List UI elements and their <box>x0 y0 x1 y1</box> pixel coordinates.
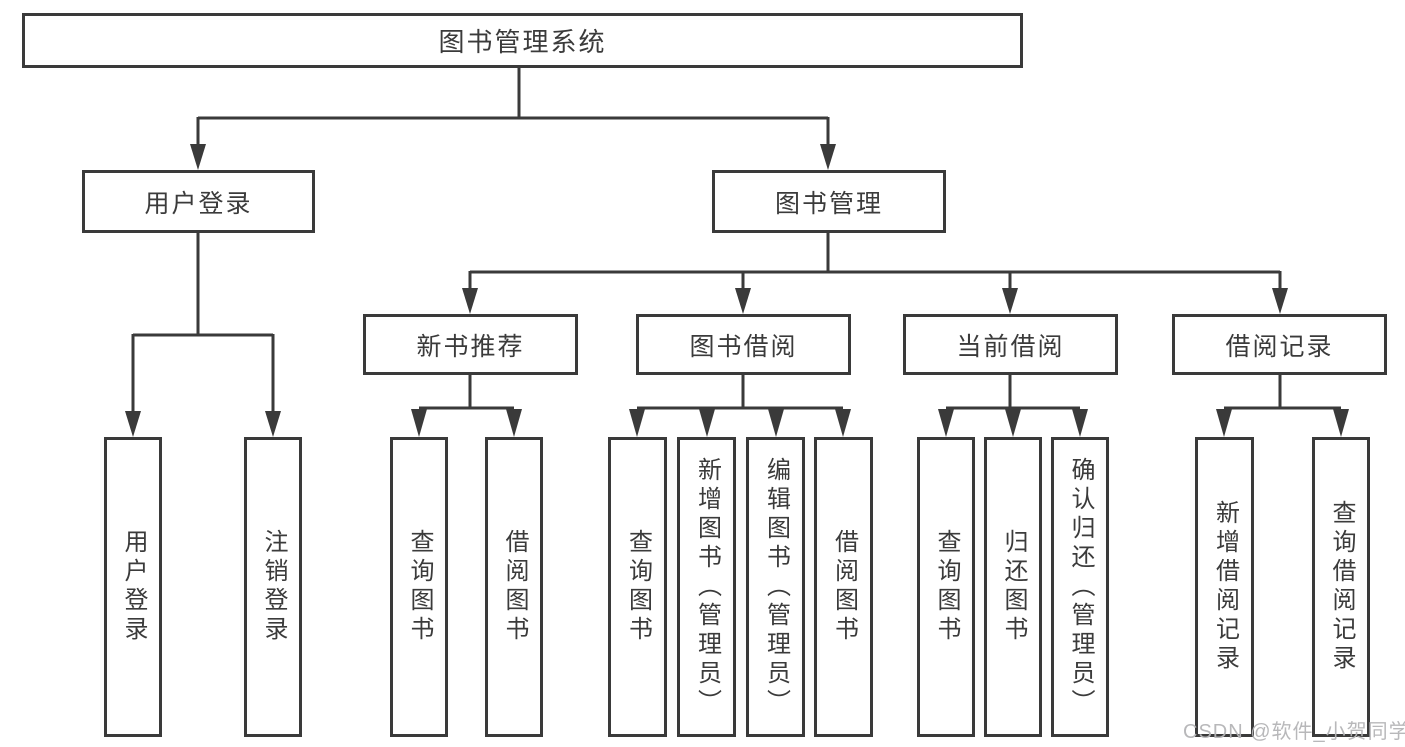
edges-user-login <box>125 233 281 437</box>
edges-book-borrow <box>629 375 851 437</box>
leaf-br-add-record-label: 新增借阅记录 <box>1211 500 1239 674</box>
edges-new-book-rec <box>411 375 522 437</box>
edges-borrow-record <box>1216 375 1349 437</box>
csdn-watermark: CSDN @软件_小贺同学 <box>1183 721 1405 743</box>
node-user-login-label: 用户登录 <box>144 189 253 218</box>
leaf-cb-query-books: 查询图书 <box>917 437 975 737</box>
leaf-cb-query-books-label: 查询图书 <box>933 529 960 645</box>
leaf-user-login: 用户登录 <box>104 437 162 737</box>
node-user-login: 用户登录 <box>82 170 315 233</box>
leaf-bb-edit-books-admin: 编辑图书（管理员） <box>746 437 805 737</box>
leaf-br-add-record: 新增借阅记录 <box>1195 437 1254 737</box>
leaf-rec-borrow-books-label: 借阅图书 <box>501 529 528 645</box>
node-book-borrow: 图书借阅 <box>636 314 851 375</box>
edges-current-borrow <box>938 375 1088 437</box>
leaf-bb-edit-books-admin-label: 编辑图书（管理员） <box>762 456 790 718</box>
node-current-borrow-label: 当前借阅 <box>956 332 1065 361</box>
node-new-book-recommend-label: 新书推荐 <box>416 332 525 361</box>
node-book-borrow-label: 图书借阅 <box>689 332 798 361</box>
node-borrow-record: 借阅记录 <box>1172 314 1387 375</box>
edges-root <box>190 68 836 170</box>
node-book-management: 图书管理 <box>712 170 946 233</box>
leaf-br-query-record: 查询借阅记录 <box>1312 437 1370 737</box>
node-book-management-label: 图书管理 <box>774 189 883 218</box>
leaf-cb-return-books-label: 归还图书 <box>1000 529 1027 645</box>
leaf-bb-borrow-books: 借阅图书 <box>814 437 873 737</box>
leaf-logout: 注销登录 <box>244 437 302 737</box>
leaf-rec-query-books-label: 查询图书 <box>406 529 433 645</box>
leaf-cb-confirm-return-admin-label: 确认归还（管理员） <box>1067 456 1094 718</box>
node-borrow-record-label: 借阅记录 <box>1225 332 1334 361</box>
leaf-bb-query-books: 查询图书 <box>608 437 667 737</box>
node-library-management-system-label: 图书管理系统 <box>438 27 607 57</box>
node-current-borrow: 当前借阅 <box>903 314 1118 375</box>
leaf-bb-add-books-admin-label: 新增图书（管理员） <box>693 456 721 718</box>
leaf-rec-query-books: 查询图书 <box>390 437 448 737</box>
leaf-br-query-record-label: 查询借阅记录 <box>1328 500 1355 674</box>
leaf-logout-label: 注销登录 <box>260 529 287 645</box>
leaf-cb-return-books: 归还图书 <box>984 437 1042 737</box>
leaf-bb-query-books-label: 查询图书 <box>624 529 652 645</box>
node-new-book-recommend: 新书推荐 <box>363 314 578 375</box>
leaf-rec-borrow-books: 借阅图书 <box>485 437 543 737</box>
leaf-bb-add-books-admin: 新增图书（管理员） <box>677 437 736 737</box>
edges-book-mgmt <box>462 233 1288 314</box>
leaf-cb-confirm-return-admin: 确认归还（管理员） <box>1051 437 1109 737</box>
node-library-management-system: 图书管理系统 <box>22 13 1023 68</box>
leaf-bb-borrow-books-label: 借阅图书 <box>830 529 858 645</box>
leaf-user-login-label: 用户登录 <box>120 529 147 645</box>
